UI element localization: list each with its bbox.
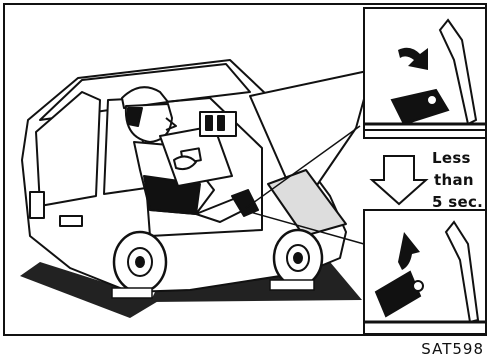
wheel-front <box>274 230 322 286</box>
note-than: than <box>434 172 474 188</box>
arrow-down-icon <box>372 156 426 204</box>
note-duration: 5 sec. <box>432 194 483 210</box>
figure-code: SAT598 <box>421 340 484 358</box>
inset-bottom <box>364 210 486 334</box>
wheel-rear <box>114 232 166 292</box>
inset-top <box>364 8 486 138</box>
note-less: Less <box>432 150 471 166</box>
